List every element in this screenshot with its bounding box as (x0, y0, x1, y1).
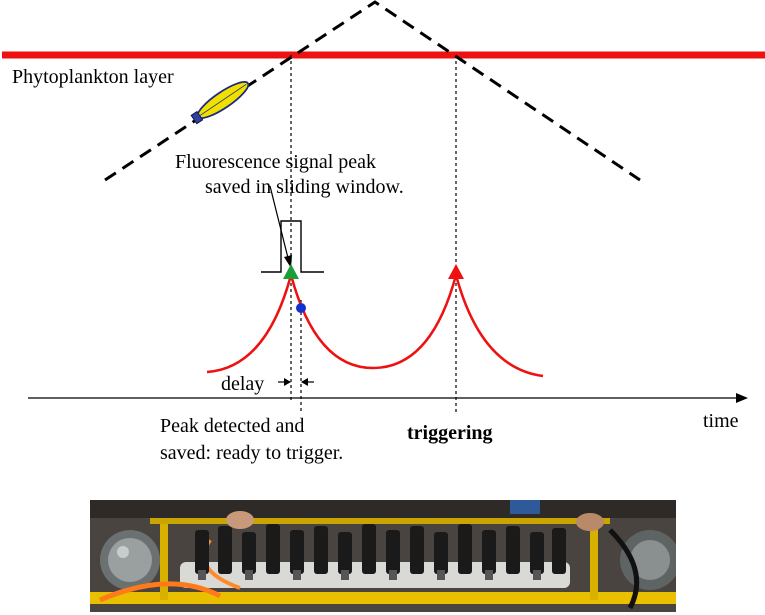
peak-saved-label-line2: saved in sliding window. (205, 176, 404, 198)
delay-label: delay (221, 373, 264, 395)
detection-dot (296, 303, 306, 313)
phytoplankton-layer-label: Phytoplankton layer (12, 66, 174, 88)
delay-arrowhead-right (301, 378, 308, 386)
sampler-photo (90, 500, 676, 612)
signal-curve (206, 270, 544, 378)
glider-icon (190, 81, 250, 125)
trigger-marker (448, 264, 464, 279)
time-axis-arrowhead (736, 393, 748, 403)
saved-peak-marker (283, 264, 299, 279)
detected-label-line2: saved: ready to trigger. (160, 442, 343, 464)
peak-saved-label-line1: Fluorescence signal peak (175, 151, 376, 173)
sliding-window (261, 220, 324, 273)
triggering-label: triggering (407, 422, 493, 444)
annotation-arrowhead (284, 255, 292, 268)
delay-arrowhead-left (284, 378, 291, 386)
time-axis-label: time (703, 410, 739, 432)
detected-label-line1: Peak detected and (160, 415, 304, 437)
annotation-arrow (269, 185, 290, 263)
